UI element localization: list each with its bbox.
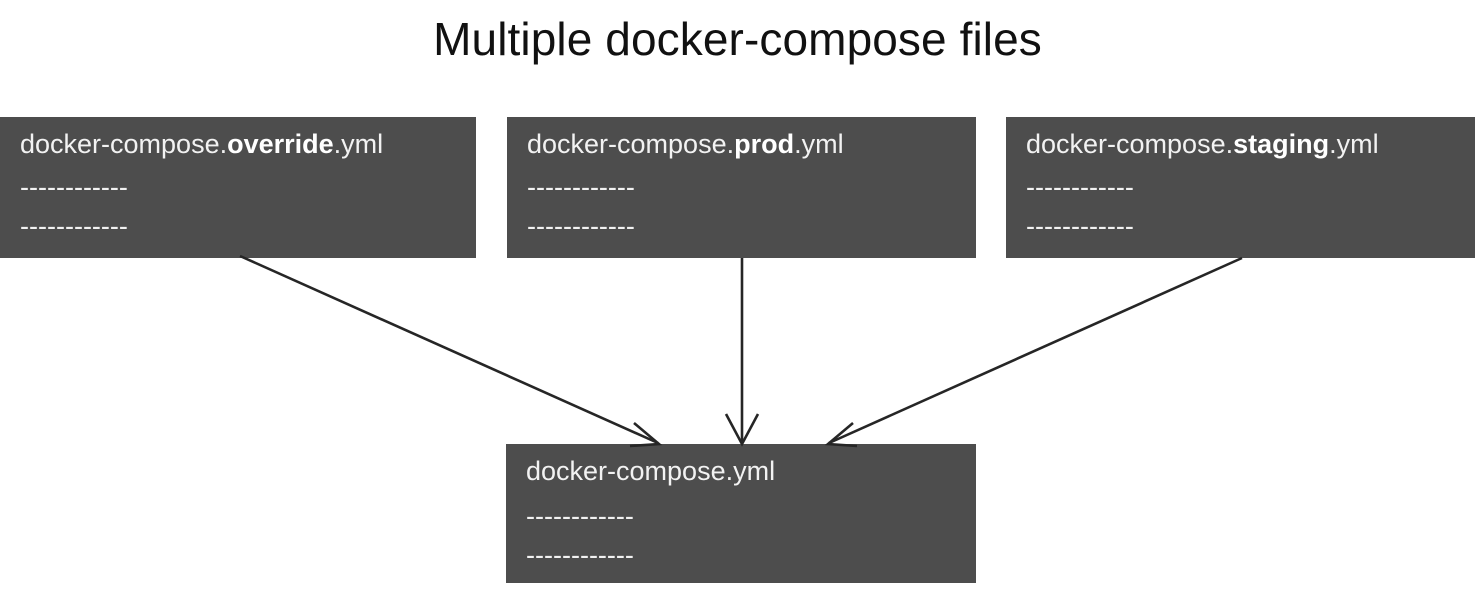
file-accent: prod: [734, 129, 795, 159]
file-box-staging-line1: ------------: [1026, 172, 1134, 202]
file-prefix: docker-compose.yml: [526, 456, 776, 486]
file-box-base-line1: ------------: [526, 501, 634, 531]
page-title: Multiple docker-compose files: [433, 13, 1042, 65]
file-box-override-title: docker-compose.override.yml: [20, 128, 383, 160]
file-accent: override: [227, 129, 334, 159]
file-box-base[interactable]: docker-compose.yml ------------ --------…: [506, 444, 976, 583]
file-box-staging[interactable]: docker-compose.staging.yml ------------ …: [1006, 117, 1475, 258]
file-suffix: .yml: [794, 129, 844, 159]
file-box-staging-title: docker-compose.staging.yml: [1026, 128, 1379, 160]
file-box-override[interactable]: docker-compose.override.yml ------------…: [0, 117, 476, 258]
file-box-prod-title: docker-compose.prod.yml: [527, 128, 844, 160]
file-box-prod-line2: ------------: [527, 211, 635, 241]
file-prefix: docker-compose.: [20, 129, 228, 159]
file-suffix: .yml: [333, 129, 384, 159]
file-box-prod[interactable]: docker-compose.prod.yml ------------ ---…: [507, 117, 976, 258]
file-box-override-line2: ------------: [20, 211, 128, 241]
file-suffix: .yml: [1329, 129, 1379, 159]
file-box-prod-line1: ------------: [527, 172, 635, 202]
file-box-base-title: docker-compose.yml: [526, 455, 775, 487]
arrow-staging-to-base: [824, 256, 1243, 448]
file-box-staging-line2: ------------: [1026, 211, 1134, 241]
file-box-base-line2: ------------: [526, 540, 634, 570]
file-prefix: docker-compose.: [1026, 129, 1234, 159]
file-accent: staging: [1233, 129, 1330, 159]
arrow-override-to-base: [239, 254, 663, 448]
arrow-prod-to-base: [724, 258, 760, 447]
file-prefix: docker-compose.: [527, 129, 735, 159]
file-box-override-line1: ------------: [20, 172, 128, 202]
